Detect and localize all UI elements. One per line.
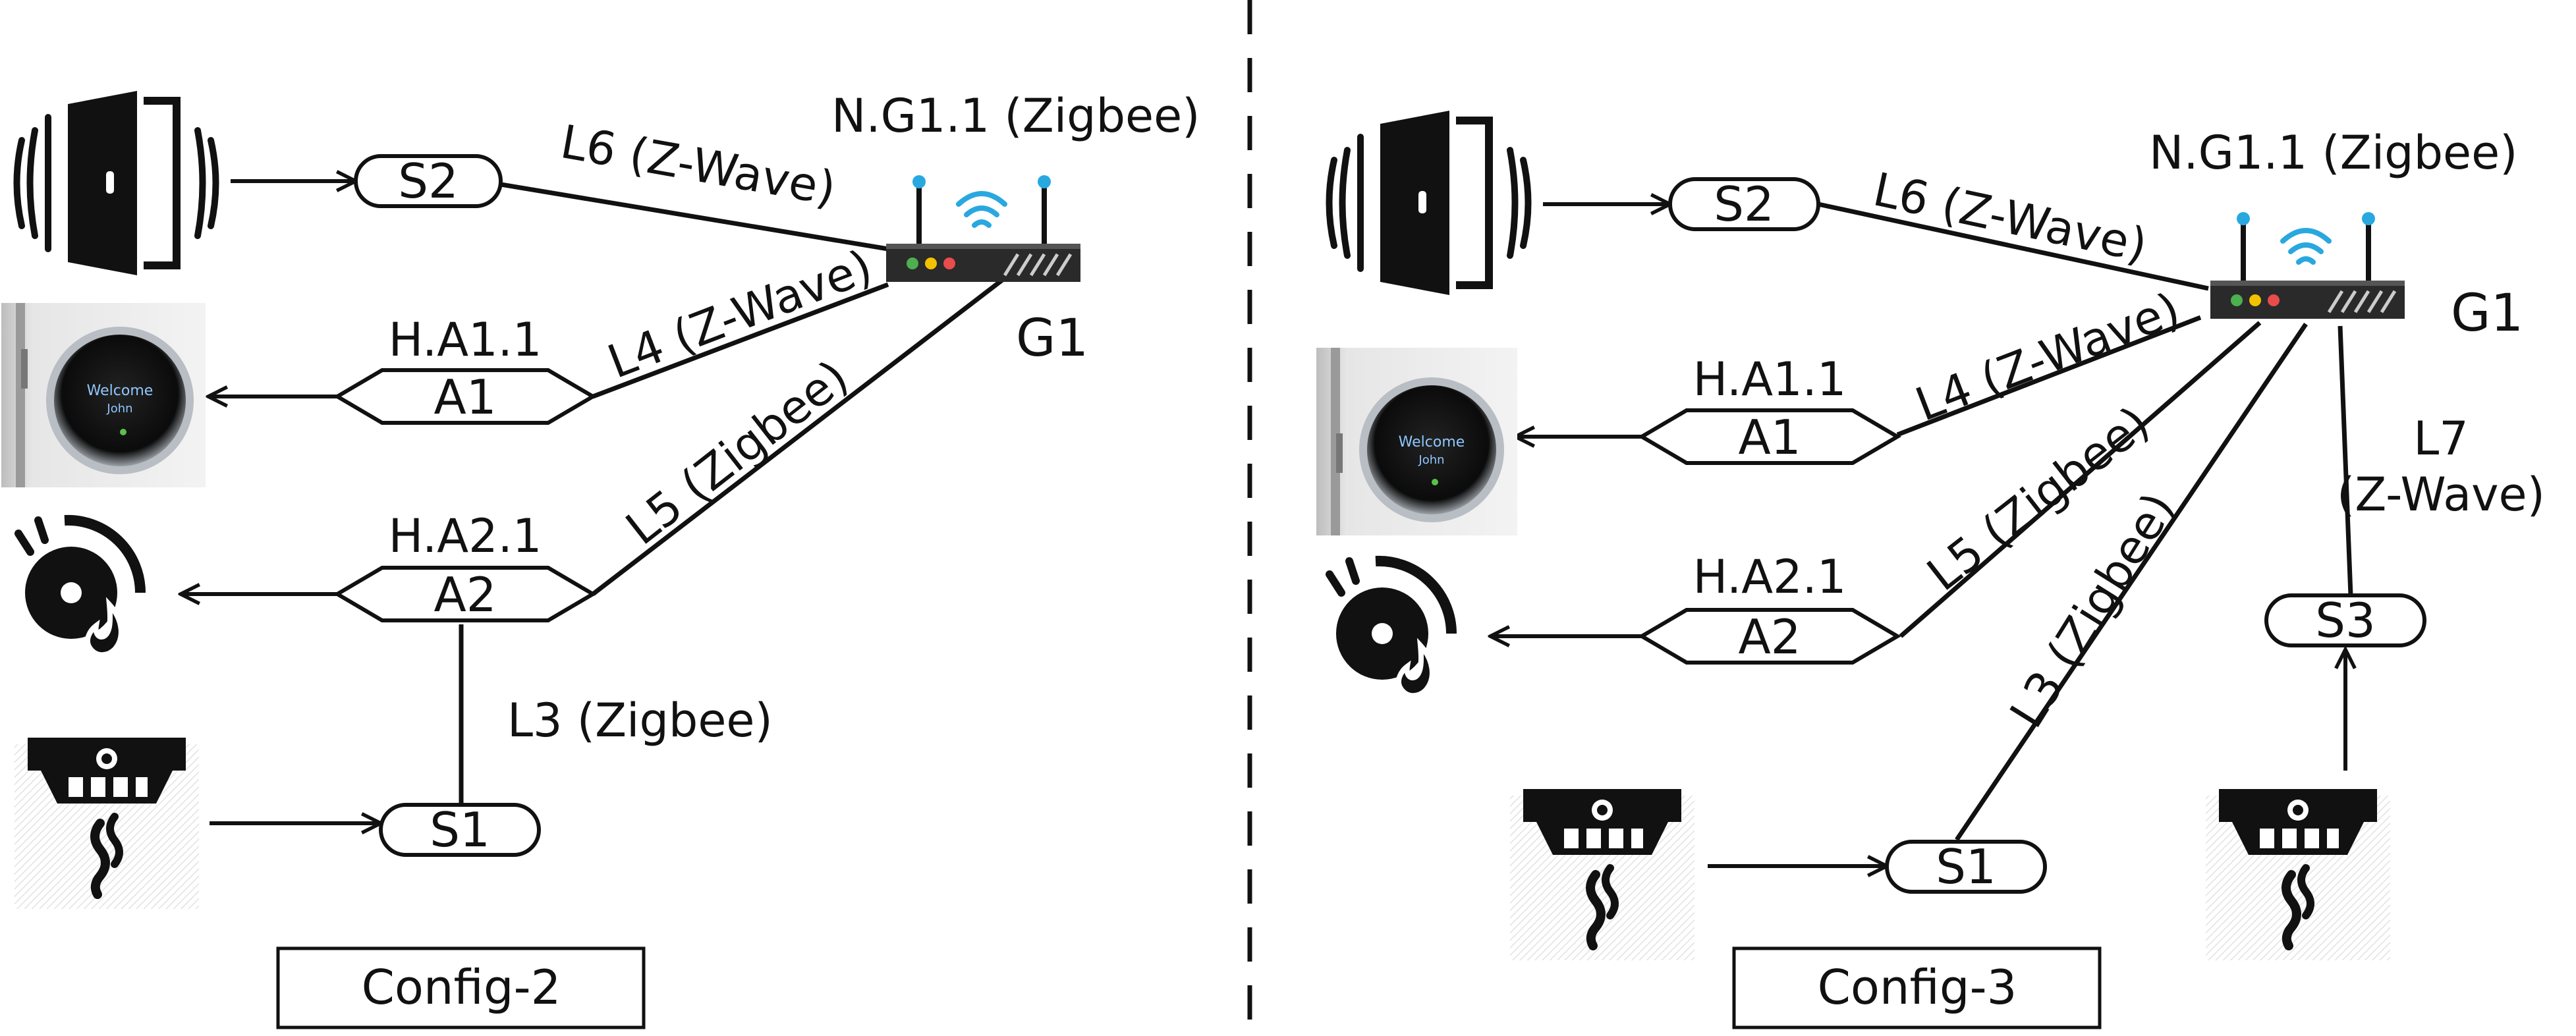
door-sensor-icon	[17, 91, 216, 275]
sensor-s2-label: S2	[1714, 177, 1774, 232]
fire-alarm-icon	[1330, 561, 1451, 695]
actuator-a1-handle: H.A1.1	[1693, 352, 1847, 406]
link-l7-label-line2: (Z-Wave)	[2337, 468, 2545, 522]
actuator-a1-node	[333, 368, 597, 425]
smart-lock-icon: Welcome John	[1316, 348, 1517, 535]
smoke-detector-icon	[14, 738, 199, 909]
link-l4-label: L4 (Z-Wave)	[1909, 282, 2187, 432]
door-sensor-icon	[1330, 111, 1528, 295]
sensor-s2-label: S2	[398, 153, 459, 209]
sensor-s1-label: S1	[1936, 839, 1996, 894]
lock-screen-line2: John	[1418, 453, 1444, 467]
gateway-name-label: G1	[2451, 284, 2523, 343]
sensor-s2-node	[1668, 177, 1820, 231]
actuator-a2-label: A2	[434, 567, 496, 622]
link-l5-line	[591, 275, 1009, 596]
config-2-panel: Welcome John S2 A1 H.A1.1 A2 H.A2.1 S1	[1, 89, 1200, 1029]
sensor-s1-label: S1	[430, 802, 490, 858]
gateway-name-label: G1	[1016, 309, 1088, 368]
lock-screen-line1: Welcome	[87, 383, 154, 399]
sensor-s3-label: S3	[2315, 593, 2376, 648]
smoke-detector-icon	[2206, 789, 2390, 960]
link-l3-label: L3 (Zigbee)	[507, 694, 773, 748]
actuator-a1-node	[1638, 408, 1901, 465]
sensor-s1-node	[379, 803, 541, 857]
actuator-a1-label: A1	[1738, 410, 1801, 465]
config-3-label: Config-3	[1818, 960, 2017, 1015]
config-3-box	[1732, 946, 2102, 1029]
router-icon	[2210, 212, 2405, 319]
sensor-s3-node	[2264, 593, 2426, 647]
link-l5-label: L5 (Zigbee)	[616, 350, 858, 556]
actuator-a2-node	[333, 566, 597, 622]
router-icon	[886, 175, 1080, 282]
link-l4-line	[1896, 315, 2202, 437]
link-l5-line	[1899, 321, 2262, 638]
lock-screen-line2: John	[106, 402, 132, 416]
actuator-a2-handle: H.A2.1	[389, 509, 542, 563]
link-l6-line	[1818, 202, 2209, 291]
lock-screen-line1: Welcome	[1399, 434, 1465, 450]
gateway-network-label: N.G1.1 (Zigbee)	[2149, 126, 2517, 180]
gateway-network-label: N.G1.1 (Zigbee)	[831, 89, 1200, 143]
link-l6-line	[500, 182, 889, 252]
link-l6-label: L6 (Z-Wave)	[1868, 162, 2152, 273]
config-2-box	[276, 946, 646, 1029]
config-3-panel: Welcome John S2 A1 H.A1.1 A2 H.A2.1	[1316, 111, 2545, 1029]
link-l7-line	[2338, 325, 2353, 596]
smoke-detector-icon	[1510, 789, 1694, 960]
actuator-a1-label: A1	[434, 369, 496, 425]
config-2-label: Config-2	[362, 960, 561, 1015]
smart-lock-icon: Welcome John	[1, 303, 206, 487]
actuator-a2-node	[1638, 608, 1901, 665]
sensor-s2-node	[354, 154, 503, 208]
actuator-a2-handle: H.A2.1	[1693, 550, 1847, 604]
sensor-s1-node	[1885, 840, 2047, 894]
link-l3-line	[1955, 323, 2308, 841]
link-l7-label-line1: L7	[2413, 412, 2469, 466]
actuator-a2-label: A2	[1738, 609, 1801, 665]
link-l4-line	[592, 282, 889, 399]
fire-alarm-icon	[18, 520, 140, 655]
actuator-a1-handle: H.A1.1	[389, 313, 542, 367]
